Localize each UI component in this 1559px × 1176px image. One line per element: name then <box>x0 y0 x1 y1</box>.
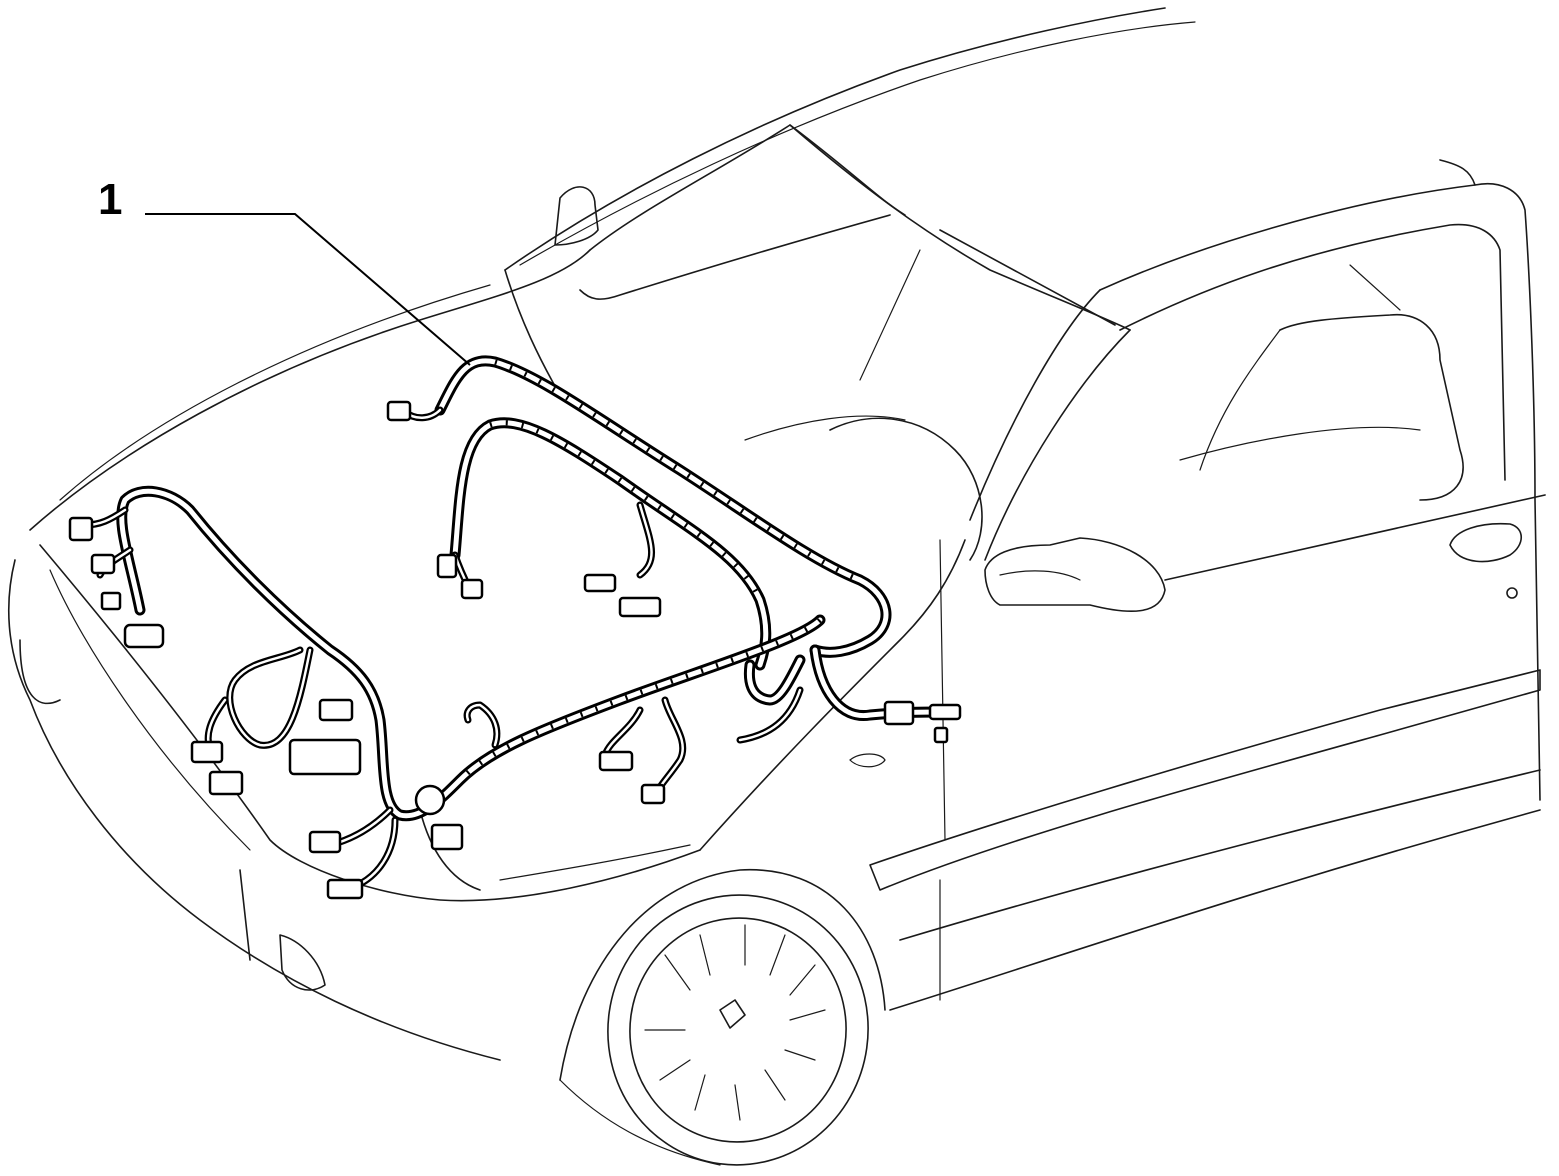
connector <box>883 700 915 726</box>
window-frame <box>1119 223 1506 481</box>
connector <box>928 703 962 721</box>
fender-seam <box>939 539 946 1001</box>
bumper-detail <box>239 809 481 961</box>
connector <box>318 698 354 722</box>
connector <box>430 823 464 851</box>
a-pillar-side <box>984 329 1131 561</box>
connector <box>190 740 224 764</box>
dash-edge <box>859 249 921 381</box>
seat-back <box>1279 313 1464 501</box>
seat-base-line <box>1179 426 1421 461</box>
harness-front-trunk <box>116 485 826 822</box>
rocker-line <box>889 809 1541 1011</box>
callout-leader-line <box>145 213 471 366</box>
wheel-spokes <box>644 924 826 1121</box>
fog-light-left <box>19 639 61 705</box>
connector <box>208 770 244 796</box>
door-handle <box>1449 522 1523 563</box>
connector <box>308 830 342 854</box>
side-indicator <box>849 753 886 768</box>
connector <box>640 783 666 805</box>
wheel-arch <box>559 869 886 1081</box>
window-corner <box>1439 159 1476 186</box>
windshield-bottom <box>579 214 891 300</box>
connector <box>90 553 116 575</box>
tire <box>607 894 869 1166</box>
door-top-line <box>939 229 1116 326</box>
connector <box>123 623 165 649</box>
connector <box>386 400 412 422</box>
hood-rear-edge <box>29 249 591 531</box>
connector <box>460 578 484 600</box>
connector <box>598 750 634 772</box>
a-pillar-front <box>969 289 1101 521</box>
hood-crease <box>59 284 491 501</box>
wire-center-2 <box>651 696 687 799</box>
wheel-rim <box>629 917 847 1143</box>
door-moulding <box>869 669 1541 891</box>
wiring-harness <box>81 355 956 894</box>
connector <box>68 516 94 542</box>
grommet <box>414 784 446 816</box>
fog-light-right <box>279 934 326 991</box>
roof-edge <box>789 124 1131 331</box>
relay-block <box>288 738 362 776</box>
door-lock <box>1506 587 1518 599</box>
dashboard-line <box>744 415 906 441</box>
harness-cowl-branch <box>449 417 772 671</box>
hood-front-edge <box>39 544 701 902</box>
connector <box>100 591 122 611</box>
rear-view-mirror <box>554 186 599 246</box>
front-bumper <box>7 559 501 1061</box>
sill-line <box>899 769 1541 941</box>
door-belt-line <box>1164 494 1546 581</box>
wheel-hub <box>719 999 746 1029</box>
connector <box>436 553 458 579</box>
bumper-top <box>499 844 691 881</box>
connector <box>326 878 364 900</box>
roof-line <box>504 7 1166 271</box>
wire-hook <box>463 701 501 749</box>
hood-side-edge <box>699 539 966 851</box>
car-body <box>7 7 1546 1166</box>
seat-detail <box>1199 264 1401 471</box>
callout-number: 1 <box>98 175 123 224</box>
steering-wheel <box>829 417 983 561</box>
grille-edge <box>49 569 251 851</box>
connector <box>933 726 949 744</box>
side-mirror-detail <box>999 570 1081 581</box>
door-frame <box>1099 183 1541 801</box>
roof-inner-line <box>519 21 1196 266</box>
connector <box>618 596 662 618</box>
connectors <box>68 400 962 900</box>
connector <box>583 573 617 593</box>
ground-line <box>559 1079 721 1166</box>
side-mirror <box>984 537 1166 613</box>
